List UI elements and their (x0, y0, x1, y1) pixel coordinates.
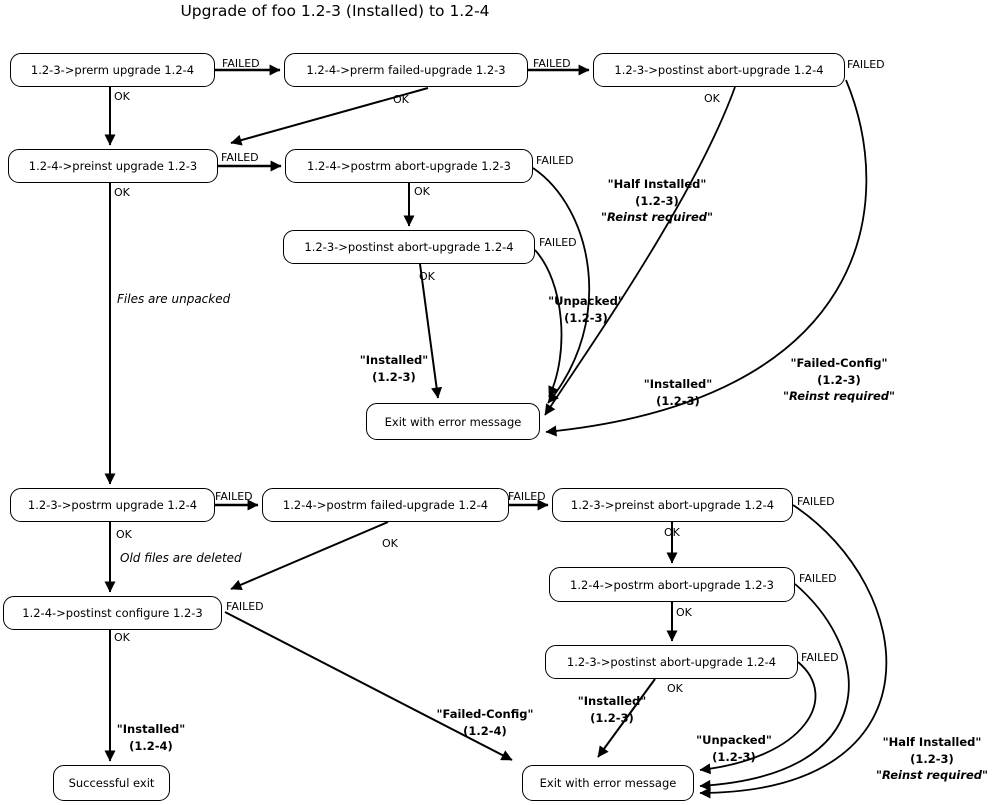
node-postinst-abort-mid: 1.2-3->postinst abort-upgrade 1.2-4 (283, 230, 535, 264)
edge-label-failed-h: FAILED (508, 490, 546, 503)
node-postinst-configure: 1.2-4->postinst configure 1.2-3 (3, 596, 222, 630)
state-line: "Half Installed" (882, 735, 982, 749)
state-failed-config-bottom: "Failed-Config" (1.2-4) (426, 706, 544, 739)
node-postinst-abort-top: 1.2-3->postinst abort-upgrade 1.2-4 (593, 53, 845, 87)
edge-prermfailedupgrade-ok-to-preinst (230, 87, 429, 146)
edge-label-ok-i: OK (664, 526, 680, 539)
node-postrm-abort-bottom: 1.2-4->postrm abort-upgrade 1.2-3 (549, 567, 795, 602)
state-line: "Failed-Config" (790, 356, 888, 370)
node-exit-error-2: Exit with error message (522, 765, 694, 801)
edge-postrmabort-failed-to-exit1 (532, 167, 591, 404)
state-line: "Installed" (116, 722, 186, 736)
edge-label-ok-d: OK (114, 186, 130, 199)
state-line: "Reinst required" (875, 768, 989, 783)
edge-label-ok-l: OK (667, 682, 683, 695)
edge-label-ok-c: OK (704, 92, 720, 105)
edge-label-failed-c: FAILED (847, 58, 885, 71)
node-postinst-abort-bottom: 1.2-3->postinst abort-upgrade 1.2-4 (545, 645, 798, 679)
edge-postinstabortmid-ok-to-exit1 (419, 263, 443, 399)
edge-label-ok-h: OK (382, 537, 398, 550)
state-line: "Half Installed" (607, 177, 707, 191)
state-line: "Installed" (643, 377, 713, 391)
state-unpacked-mid: "Unpacked" (1.2-3) (538, 293, 634, 326)
edge-label-failed-bc: FAILED (533, 57, 571, 70)
edge-label-ok-g: OK (116, 528, 132, 541)
state-line: (1.2-3) (372, 369, 416, 384)
edge-label-failed-f: FAILED (539, 236, 577, 249)
node-preinst-upgrade: 1.2-4->preinst upgrade 1.2-3 (8, 149, 218, 183)
edge-postinstabortbottom-ok-to-exit2 (597, 678, 656, 758)
state-line: (1.2-4) (129, 738, 173, 753)
state-line: "Unpacked" (696, 733, 772, 747)
edge-label-ok-a: OK (114, 90, 130, 103)
node-postrm-upgrade: 1.2-3->postrm upgrade 1.2-4 (10, 488, 215, 522)
edge-label-ok-k: OK (114, 631, 130, 644)
state-failed-config-right: "Failed-Config" (1.2-3) "Reinst required… (772, 355, 906, 405)
node-prerm-failed-upgrade: 1.2-4->prerm failed-upgrade 1.2-3 (284, 53, 528, 87)
state-installed-bottom: "Installed" (1.2-3) (568, 693, 656, 726)
diagram-title: Upgrade of foo 1.2-3 (Installed) to 1.2-… (180, 2, 490, 20)
state-line: (1.2-3) (817, 372, 861, 387)
state-installed-mid: "Installed" (1.2-3) (350, 352, 438, 385)
state-line: (1.2-3) (712, 749, 756, 764)
edge-label-failed-de: FAILED (221, 151, 259, 164)
edge-postrmfailedupgrade-ok-to-postinstconfigure (230, 521, 389, 590)
state-line: "Reinst required" (782, 389, 896, 404)
node-prerm-upgrade: 1.2-3->prerm upgrade 1.2-4 (10, 53, 215, 87)
state-line: "Installed" (359, 353, 429, 367)
edge-postinstabortbottom-failed-to-exit2 (699, 661, 817, 775)
edge-postinstaborttop-failed-to-exit1 (545, 79, 868, 437)
state-line: (1.2-4) (463, 723, 507, 738)
state-line: (1.2-3) (635, 193, 679, 208)
edge-label-failed-ab: FAILED (222, 57, 260, 70)
edge-label-ok-j: OK (676, 606, 692, 619)
edge-label-ok-b: OK (393, 93, 409, 106)
state-line: (1.2-3) (564, 310, 608, 325)
state-unpacked-bottom: "Unpacked" (1.2-3) (688, 732, 780, 765)
state-half-installed-top: "Half Installed" (1.2-3) "Reinst require… (572, 176, 742, 226)
state-line: "Unpacked" (548, 294, 624, 308)
edge-label-ok-e: OK (414, 185, 430, 198)
edge-preinstabort-failed-to-exit2 (699, 504, 888, 799)
node-exit-error-1: Exit with error message (366, 403, 540, 440)
annotation-files-unpacked: Files are unpacked (117, 292, 231, 306)
edge-label-failed-g: FAILED (215, 490, 253, 503)
node-postrm-failed-upgrade: 1.2-4->postrm failed-upgrade 1.2-4 (262, 488, 509, 522)
node-postrm-abort-mid: 1.2-4->postrm abort-upgrade 1.2-3 (285, 149, 533, 183)
edge-label-failed-e: FAILED (536, 154, 574, 167)
state-installed-right: "Installed" (1.2-3) (634, 376, 722, 409)
state-half-installed-bottom: "Half Installed" (1.2-3) "Reinst require… (866, 734, 998, 784)
edge-postinstabortmid-failed-to-exit1 (534, 249, 563, 398)
state-line: (1.2-3) (590, 710, 634, 725)
state-line: (1.2-3) (910, 751, 954, 766)
node-preinst-abort: 1.2-3->preinst abort-upgrade 1.2-4 (552, 488, 793, 522)
node-successful-exit: Successful exit (53, 765, 170, 801)
state-installed-124: "Installed" (1.2-4) (108, 721, 194, 754)
edge-postinstconfigure-failed-to-exit2 (224, 611, 513, 761)
edge-label-failed-i: FAILED (797, 495, 835, 508)
edge-label-failed-k: FAILED (226, 600, 264, 613)
edge-postinstaborttop-ok-to-exit1 (544, 86, 736, 416)
state-line: "Installed" (577, 694, 647, 708)
state-line: "Failed-Config" (436, 707, 534, 721)
annotation-old-files-deleted: Old files are deleted (120, 551, 242, 565)
edge-postrmabortbottom-failed-to-exit2 (699, 583, 850, 791)
edge-label-failed-j: FAILED (799, 572, 837, 585)
state-line: (1.2-3) (656, 393, 700, 408)
edge-label-ok-f: OK (419, 270, 435, 283)
edge-label-failed-l: FAILED (801, 651, 839, 664)
state-line: "Reinst required" (600, 210, 714, 225)
